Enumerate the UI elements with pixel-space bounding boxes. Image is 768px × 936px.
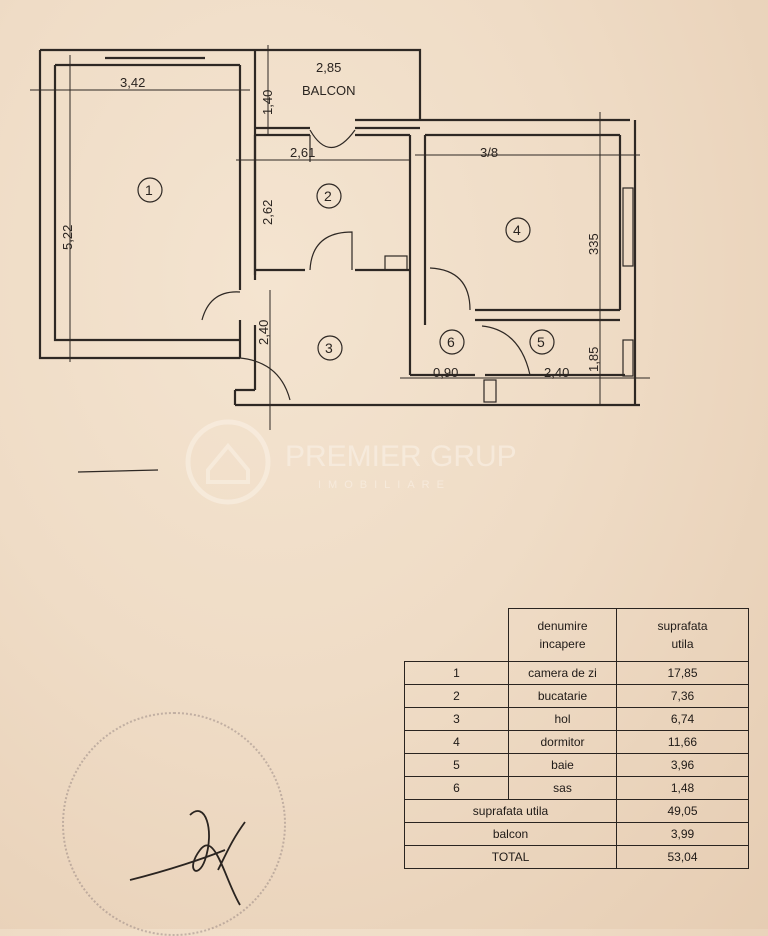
dim-balcony-depth: 1,40 [260,90,275,115]
room-hall [201,265,650,430]
table-row: 4 dormitor 11,66 [404,730,749,754]
table-row: 6 sas 1,48 [404,776,749,800]
stamp [62,712,286,936]
table-row: 3 hol 6,74 [404,707,749,731]
dim-living-width: 3,42 [120,75,145,90]
dim-bath-height: 1,85 [586,347,601,372]
room-number: 4 [513,222,521,238]
balcony-label: BALCON [302,83,355,98]
dim-hall-height: 2,40 [256,320,271,345]
room-number: 3 [325,340,333,356]
total-row: balcon 3,99 [404,822,749,846]
total-row: TOTAL 53,04 [404,845,749,869]
room-number: 2 [324,188,332,204]
balcony [255,45,422,135]
room-number: 5 [537,334,545,350]
room-number: 6 [447,334,455,350]
dim-balcony-width: 2,85 [316,60,341,75]
room-number: 1 [145,182,153,198]
watermark-logo-icon [185,419,271,505]
room-bedroom [415,112,640,405]
watermark-sub: IMOBILIARE [318,479,451,491]
table-row: 1 camera de zi 17,85 [404,661,749,685]
dim-kitchen-height: 2,62 [260,200,275,225]
table-row: 2 bucatarie 7,36 [404,684,749,708]
dim-bedroom-width: 3/8 [480,145,498,160]
watermark-name: PREMIER GRUP [285,440,517,473]
stray-line [77,469,159,473]
table-row: 5 baie 3,96 [404,753,749,777]
room-kitchen [236,118,630,325]
dim-hall-width: 0,90 [433,365,458,380]
room-bath [529,329,634,377]
room-living [30,48,257,362]
total-row: suprafata utila 49,05 [404,799,749,823]
dim-bath-width: 2,40 [544,365,569,380]
dim-kitchen-width: 2,61 [290,145,315,160]
watermark: PREMIER GRUP IMOBILIARE [185,419,517,505]
dim-living-height: 5,22 [60,225,75,250]
dim-bedroom-height: 335 [586,233,601,255]
